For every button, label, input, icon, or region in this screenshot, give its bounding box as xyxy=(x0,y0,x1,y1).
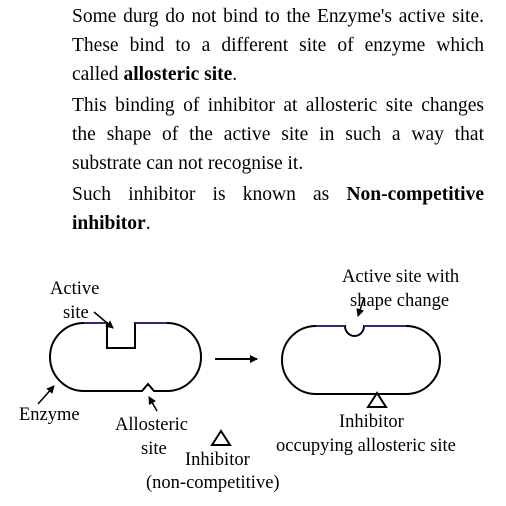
label-active-line2: site xyxy=(63,303,89,323)
p1-text: Some durg do not bind to the Enzyme's ac… xyxy=(72,6,484,85)
label-inhibitor-left-line2: (non-competitive) xyxy=(146,473,280,493)
enzyme-right xyxy=(281,325,441,408)
enzyme-left xyxy=(49,322,202,392)
label-active-shape-line2: shape change xyxy=(350,291,449,311)
inhibitor-triangle-free xyxy=(210,429,232,446)
p3-period: . xyxy=(145,213,151,234)
label-active-line1: Active xyxy=(50,279,99,299)
inhibitor-triangle-bound xyxy=(366,391,388,408)
label-inhibitor-left-line1: Inhibitor xyxy=(185,450,250,470)
label-active-shape-line1: Active site with xyxy=(342,267,459,287)
paragraph-allosteric-site: Some durg do not bind to the Enzyme's ac… xyxy=(72,2,484,89)
p3-bold-non-competitive-inhibitor: Non-competitive inhibitor xyxy=(72,184,484,234)
arrow-active-shape-change xyxy=(356,297,365,317)
label-enzyme: Enzyme xyxy=(19,405,80,425)
p1-period: . xyxy=(232,64,238,85)
p3-text: Such inhibitor is known as xyxy=(72,184,347,205)
arrow-enzyme xyxy=(37,385,55,405)
arrow-active-site xyxy=(93,311,114,329)
label-inhibitor-right-line2: occupying allosteric site xyxy=(276,436,456,456)
label-inhibitor-right-line1: Inhibitor xyxy=(339,412,404,432)
paragraph-shape-change: This binding of inhibitor at allosteric … xyxy=(72,95,484,174)
label-allosteric-line2: site xyxy=(141,439,167,459)
label-allosteric-line1: Allosteric xyxy=(115,415,188,435)
arrow-allosteric-site xyxy=(148,396,158,412)
paragraph-non-competitive: Such inhibitor is known as Non-competiti… xyxy=(72,180,484,238)
p1-bold-allosteric-site: allosteric site xyxy=(123,64,233,85)
